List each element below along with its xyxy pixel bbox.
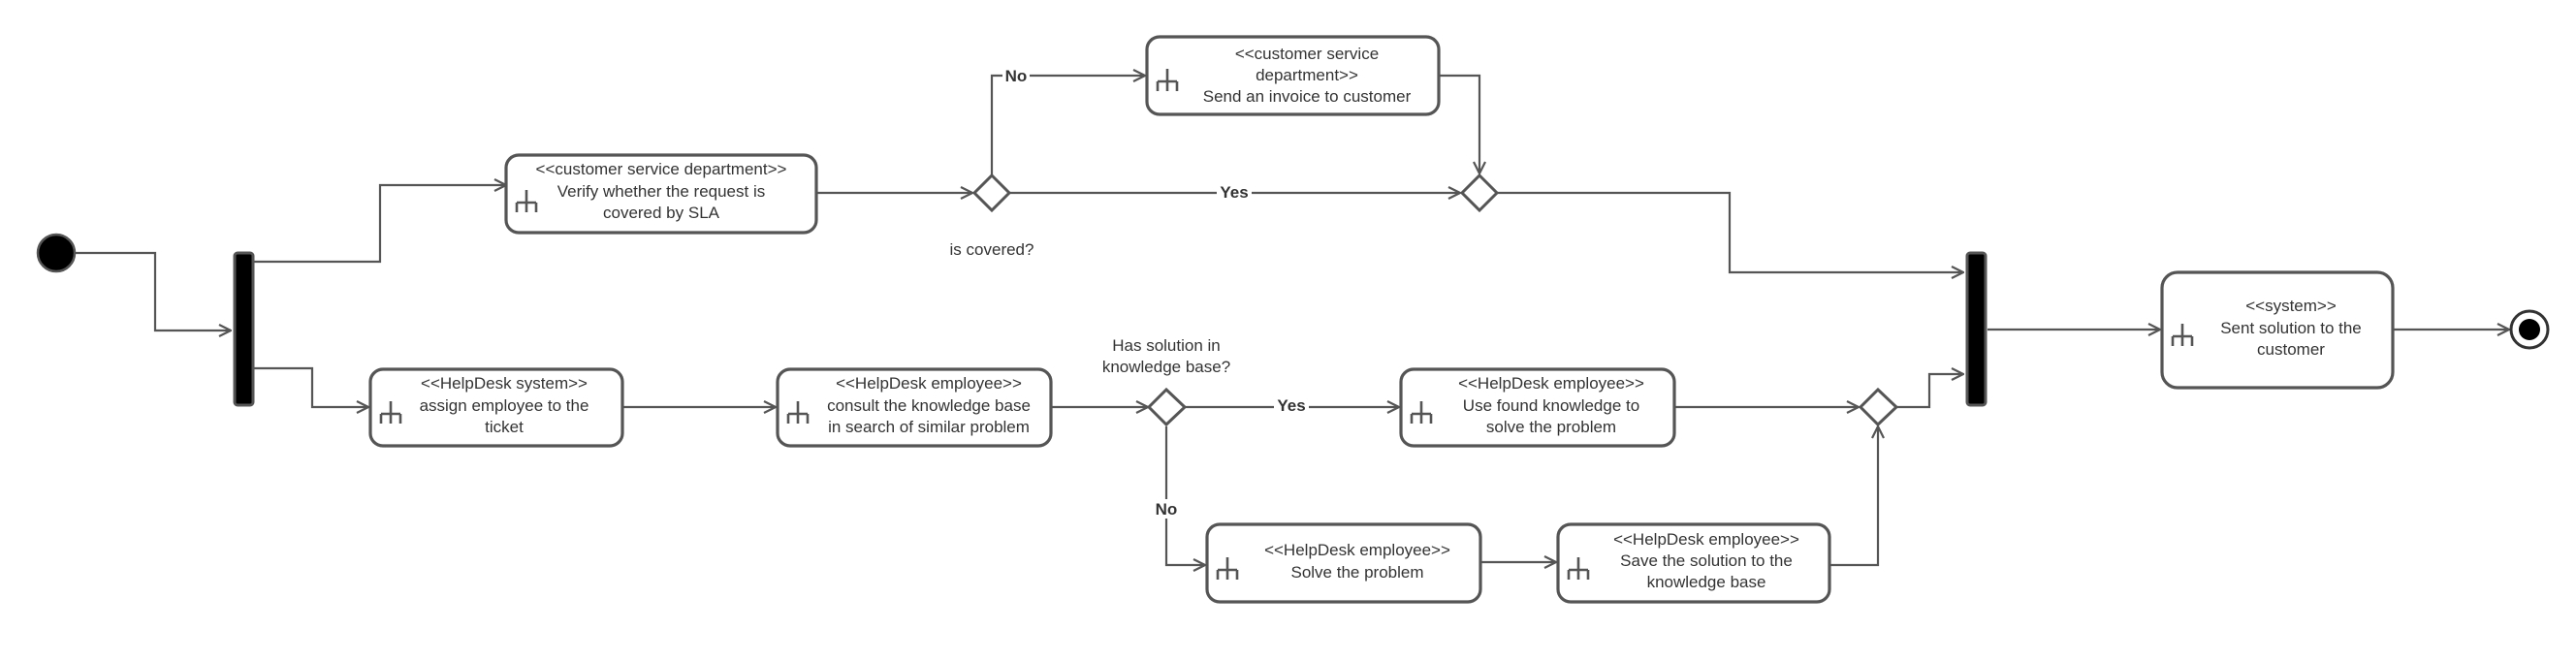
call-behavior-rake-icon <box>1567 557 1590 580</box>
edge-label-solution-no: No <box>1156 500 1178 519</box>
merge-solution-branch <box>1858 387 1899 427</box>
initial-node-icon <box>36 233 77 273</box>
edge-label-bg <box>1274 396 1309 416</box>
action-stereotype: <<HelpDesk employee>> <box>1613 530 1799 549</box>
action-label-line2: knowledge base <box>1647 573 1766 591</box>
join-bar <box>1965 251 1988 407</box>
flow-save-to-merge <box>1829 426 1878 567</box>
action-label-line1: Save the solution to the <box>1620 551 1793 570</box>
edge-label-covered-yes: Yes <box>1220 183 1248 202</box>
action-label-line1: Sent solution to the <box>2220 319 2362 337</box>
decision-label-is-covered: is covered? <box>950 240 1034 259</box>
action-label-line2: covered by SLA <box>603 204 720 222</box>
flow-solution-no <box>1164 426 1205 565</box>
call-behavior-rake-icon <box>379 401 402 424</box>
action-stereotype: <<customer service department>> <box>536 160 787 178</box>
call-behavior-rake-icon <box>515 190 538 212</box>
fork-bar <box>233 251 255 407</box>
action-send-invoice[interactable]: <<customer service department>> Send an … <box>1145 35 1441 116</box>
action-assign-employee[interactable]: <<HelpDesk system>> assign employee to t… <box>368 367 624 448</box>
merge-sla-branch <box>1459 173 1500 213</box>
flow-fork-to-verify <box>254 185 506 264</box>
action-save-solution[interactable]: <<HelpDesk employee>> Save the solution … <box>1556 522 1831 604</box>
action-sent-solution[interactable]: <<system>> Sent solution to the customer <box>2160 270 2395 390</box>
decision-has-solution <box>1146 387 1188 427</box>
action-label-line2: ticket <box>485 418 524 436</box>
action-verify-sla[interactable]: <<customer service department>> Verify w… <box>504 153 818 235</box>
action-stereotype: <<HelpDesk employee>> <box>1264 541 1450 559</box>
flow-merge-to-join <box>1497 191 1963 272</box>
flow-invoice-to-merge <box>1439 74 1479 173</box>
edge-label-bg <box>1002 65 1030 84</box>
action-stereotype-line1: <<customer service <box>1235 45 1379 63</box>
action-label-line1: Use found knowledge to <box>1463 396 1639 415</box>
call-behavior-rake-icon <box>1410 401 1433 424</box>
flow-start-to-fork <box>76 251 231 330</box>
call-behavior-rake-icon <box>786 401 810 424</box>
action-label-line2: customer <box>2257 340 2325 359</box>
decision-label-has-solution-line2: knowledge base? <box>1102 358 1230 376</box>
action-label-line1: Verify whether the request is <box>557 182 766 201</box>
flow-fork-to-assign <box>254 366 368 407</box>
action-stereotype-line2: department>> <box>1256 66 1358 84</box>
action-consult-kb[interactable]: <<HelpDesk employee>> consult the knowle… <box>776 367 1053 448</box>
action-use-found-knowledge[interactable]: <<HelpDesk employee>> Use found knowledg… <box>1399 367 1676 448</box>
action-stereotype: <<HelpDesk system>> <box>421 374 588 393</box>
flow-merge-to-join-lower <box>1896 374 1963 409</box>
call-behavior-rake-icon <box>1156 69 1179 91</box>
edge-label-bg <box>1217 182 1252 202</box>
action-label-line2: solve the problem <box>1486 418 1616 436</box>
action-stereotype: <<system>> <box>2245 297 2337 315</box>
call-behavior-rake-icon <box>1216 557 1239 580</box>
flow-covered-no <box>990 76 1145 175</box>
edge-label-bg <box>1153 499 1180 519</box>
edge-labels: No Yes Yes No <box>1002 65 1309 519</box>
edge-label-covered-no: No <box>1005 67 1028 85</box>
call-behavior-rake-icon <box>2171 324 2194 346</box>
action-solve-problem[interactable]: <<HelpDesk employee>> Solve the problem <box>1205 522 1482 604</box>
action-label-line1: consult the knowledge base <box>827 396 1031 415</box>
action-label-line1: assign employee to the <box>420 396 589 415</box>
decision-label-has-solution-line1: Has solution in <box>1112 336 1221 355</box>
action-label-line1: Solve the problem <box>1290 563 1423 582</box>
final-node-icon <box>2509 309 2550 350</box>
action-stereotype: <<HelpDesk employee>> <box>1458 374 1644 393</box>
action-label-line2: in search of similar problem <box>828 418 1030 436</box>
action-stereotype: <<HelpDesk employee>> <box>836 374 1022 393</box>
action-label-line1: Send an invoice to customer <box>1203 87 1412 106</box>
decision-is-covered <box>971 173 1012 213</box>
edge-label-solution-yes: Yes <box>1277 396 1305 415</box>
control-flows <box>76 76 2509 565</box>
